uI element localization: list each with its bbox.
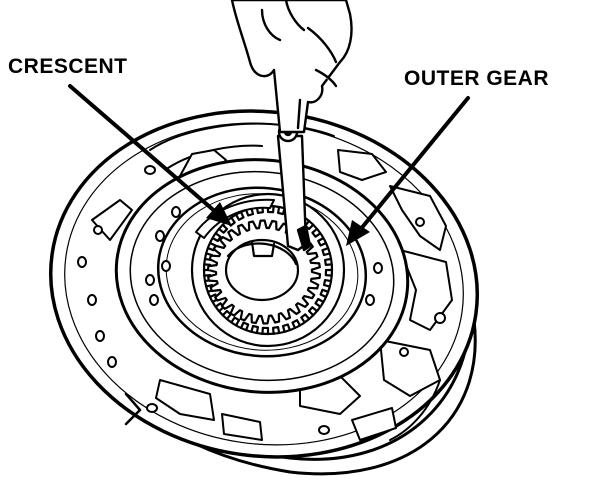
outer-gear-arrow — [346, 96, 470, 246]
outer-gear-tooth — [230, 316, 241, 327]
feeler-gauge — [276, 121, 312, 252]
body-oil-holes — [145, 206, 383, 306]
outer-gear-tooth — [250, 324, 259, 335]
outer-gear-tooth — [234, 210, 245, 221]
outer-gear-tooth — [217, 223, 229, 234]
outer-gear-tooth — [261, 326, 270, 336]
outer-gear-tooth — [321, 247, 331, 257]
outer-gear-tooth — [255, 205, 264, 214]
outer-gear-tooth — [311, 227, 322, 238]
outer-gear-tooth — [322, 279, 333, 288]
flange-bolt-holes — [77, 165, 446, 435]
outer-gear-tooth — [281, 323, 291, 333]
housing-face-details — [91, 122, 453, 441]
crescent-label: CRESCENT — [8, 55, 128, 78]
outer-gear-tooth — [317, 236, 328, 247]
outer-gear-tooth — [239, 321, 250, 332]
crescent-arrow — [68, 84, 232, 226]
outer-gear-tooth — [307, 306, 319, 317]
outer-gear-tooth — [245, 207, 255, 217]
outer-gear-tooth — [324, 268, 334, 277]
outer-gear-tooth — [291, 319, 302, 330]
outer-gear-tooth — [221, 309, 232, 321]
hand — [230, 0, 353, 134]
outer-gear-tooth — [314, 297, 325, 308]
outer-gear-tooth — [211, 232, 222, 243]
outer-gear-tooth — [319, 288, 330, 299]
outer-gear-tooth — [266, 204, 275, 214]
outer-gear-label: OUTER GEAR — [404, 67, 550, 90]
outer-gear-tooth — [272, 326, 281, 335]
outer-gear-tooth — [300, 313, 311, 324]
outer-gear-tooth — [324, 257, 333, 266]
